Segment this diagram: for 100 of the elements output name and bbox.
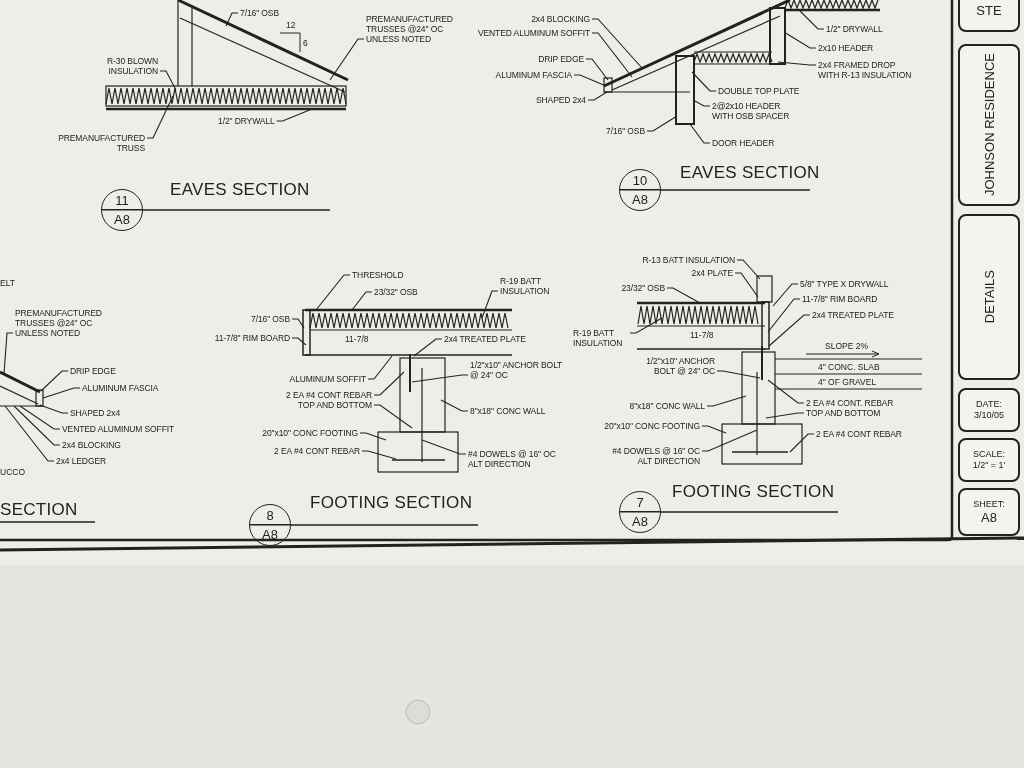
leader-line: [701, 429, 758, 452]
leader-line: [291, 318, 305, 329]
callout-label: PREMANUFACTURED TRUSSES @24" OC UNLESS NOTED: [15, 308, 105, 338]
title-block-panel: [958, 0, 1020, 32]
leader-line: [799, 10, 825, 30]
leader-line: [573, 74, 607, 87]
callout-label: 11-7/8" RIM BOARD: [214, 333, 290, 343]
leader-line: [329, 38, 365, 81]
leader-line: [767, 379, 805, 404]
callout-label: 2x4 FRAMED DROP WITH R-13 INSULATION: [818, 60, 918, 80]
section-title: FOOTING SECTION: [672, 482, 835, 502]
leader-line: [40, 370, 69, 392]
callout-label: SHAPED 2x4: [535, 95, 586, 105]
leader-line: [373, 371, 405, 396]
leader-line: [440, 399, 469, 412]
leader-line: [413, 338, 443, 357]
leader-line: [587, 91, 608, 101]
callout-label: DRIP EDGE: [538, 54, 584, 64]
title-block-panel: [958, 438, 1020, 482]
leader-line: [646, 115, 678, 132]
callout-label: DOOR HEADER: [712, 138, 775, 148]
callout-label: 8"x18" CONC WALL: [470, 406, 546, 416]
leader-line: [734, 272, 759, 298]
title-block-text: 1/2" = 1': [972, 460, 1006, 471]
callout-label: 23/32" OSB: [374, 287, 418, 297]
leader-line: [629, 317, 663, 334]
title-block-panel: [958, 214, 1020, 380]
leader-line: [767, 298, 801, 333]
note-label: 11-7/8: [345, 334, 369, 344]
section-marker: [249, 504, 291, 546]
leader-line: [666, 287, 701, 304]
callout-label: 2x4 BLOCKING: [531, 14, 590, 24]
detail-number: A8: [262, 526, 278, 544]
detail-number: 11: [115, 192, 129, 210]
field-caption: SHEET:: [973, 499, 1005, 510]
leader-line: [291, 337, 307, 346]
callout-label: 2 EA #4 CONT REBAR TOP AND BOTTOM: [277, 390, 372, 410]
callout-label: 2x4 TREATED PLATE: [444, 334, 526, 344]
detail-number: A8: [114, 211, 130, 229]
leader-line: [765, 412, 805, 419]
callout-label: VENTED ALUMINUM SOFFIT: [62, 424, 175, 434]
leader-line: [4, 405, 55, 462]
leader-line: [692, 99, 711, 107]
note-label: 4" OF GRAVEL: [818, 377, 877, 387]
callout-label: 20"x10" CONC FOOTING: [604, 421, 700, 431]
title-block-panel: [958, 488, 1020, 536]
callout-label: 7/16" OSB: [606, 126, 645, 136]
callout-label: 2x4 LEDGER: [56, 456, 107, 466]
section-marker: [619, 169, 661, 211]
title-block-text: STE: [976, 2, 1002, 18]
callout-label: #4 DOWELS @ 16" OC ALT DIRECTION: [608, 446, 700, 466]
leader-line: [361, 450, 397, 460]
callout-label: ALUMINUM SOFFIT: [289, 374, 366, 384]
callout-label: THRESHOLD: [352, 270, 404, 280]
leader-line: [146, 95, 174, 139]
note-label: UCCO: [0, 467, 26, 477]
callout-label: 2x4 BLOCKING: [62, 440, 121, 450]
leader-line: [411, 374, 469, 383]
leader-line: [481, 290, 499, 319]
leader-line: [315, 274, 351, 311]
leader-line: [772, 283, 799, 307]
note-label: 12: [286, 20, 296, 30]
leader-line: [421, 439, 467, 455]
title-block-text: 3/10/05: [974, 410, 1004, 421]
section-title: EAVES SECTION: [170, 180, 310, 200]
leader-line: [351, 291, 373, 311]
leader-line: [691, 71, 717, 92]
callout-label: 1/2"x10" ANCHOR BOLT @ 24" OC: [627, 356, 715, 376]
callout-label: #4 DOWELS @ 16" OC ALT DIRECTION: [468, 449, 560, 469]
leader-line: [159, 70, 177, 91]
section-marker: [101, 189, 143, 231]
callout-label: PREMANUFACTURED TRUSSES @24" OC UNLESS NOTED: [366, 14, 462, 44]
leader-line: [225, 12, 239, 27]
leader-line: [736, 259, 761, 280]
note-label: 11-7/8: [690, 330, 714, 340]
note-label: SLOPE 2%: [825, 341, 868, 351]
field-caption: SCALE:: [973, 449, 1005, 460]
leader-line: [13, 405, 61, 446]
leader-line: [789, 433, 815, 453]
title-block-panel: [958, 44, 1020, 206]
detail-number: 8: [266, 507, 274, 525]
detail-number: A8: [632, 513, 648, 531]
leader-line: [3, 332, 14, 375]
title-block-text: DETAILS: [981, 270, 997, 324]
leader-line: [689, 123, 711, 144]
leader-line: [591, 18, 643, 69]
callout-label: DRIP EDGE: [70, 366, 116, 376]
section-title: EAVES SECTION: [680, 163, 820, 183]
leader-line: [716, 370, 761, 379]
callout-label: 2@2x10 HEADER WITH OSB SPACER: [712, 101, 794, 121]
detail-number: A8: [632, 191, 648, 209]
leader-line: [39, 404, 69, 414]
note-label: ELT: [0, 278, 15, 288]
leader-line: [367, 355, 393, 380]
detail-number: 7: [636, 494, 644, 512]
callout-label: 8"x18" CONC WALL: [629, 401, 705, 411]
leader-line: [373, 404, 413, 429]
leader-line: [42, 387, 81, 399]
callout-label: VENTED ALUMINUM SOFFIT: [477, 28, 590, 38]
callout-label: ALUMINUM FASCIA: [495, 70, 572, 80]
